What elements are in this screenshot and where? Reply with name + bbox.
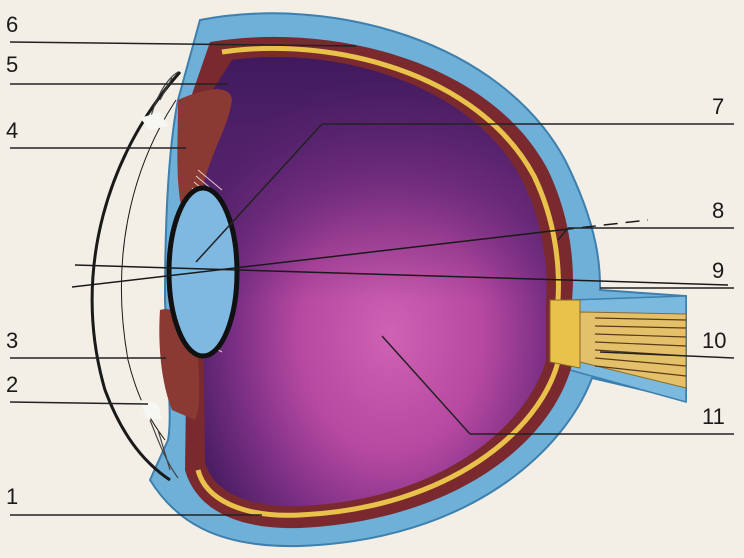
leader-2: [10, 402, 148, 404]
label-5: 5: [6, 54, 18, 76]
label-6: 6: [6, 14, 18, 36]
label-7: 7: [712, 96, 724, 118]
label-1: 1: [6, 486, 18, 508]
optic-disc: [550, 300, 580, 368]
label-4: 4: [6, 120, 18, 142]
label-8: 8: [712, 200, 724, 222]
label-3: 3: [6, 330, 18, 352]
label-9: 9: [712, 260, 724, 282]
label-11: 11: [702, 406, 725, 428]
label-10: 10: [702, 330, 726, 352]
label-2: 2: [6, 374, 18, 396]
